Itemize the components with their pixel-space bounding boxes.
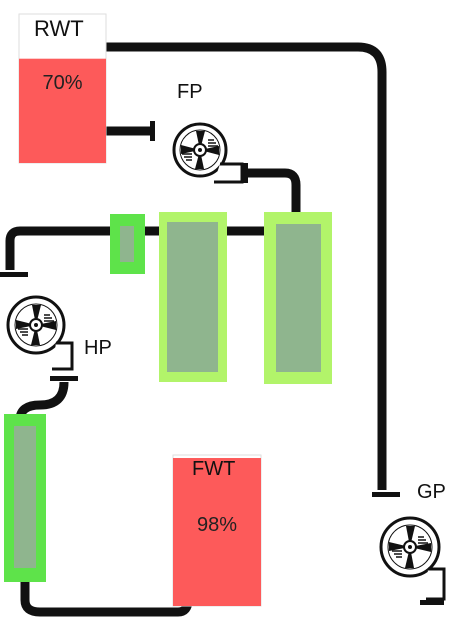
rwt-level-fill: [19, 58, 106, 164]
gp-pump-icon[interactable]: [379, 516, 446, 601]
pipe-network: [5, 42, 387, 617]
filter-right[interactable]: [264, 212, 332, 384]
pipe-flange-hp-inlet: [0, 272, 28, 277]
pipe-flange-fp-inlet: [150, 121, 155, 141]
filter-small[interactable]: [110, 214, 145, 274]
fp-pump-icon[interactable]: [172, 122, 244, 184]
fp-label: FP: [177, 81, 203, 103]
hp-label: HP: [84, 337, 112, 359]
pipe-flange-gp-inlet: [372, 492, 400, 497]
hp-pump-icon[interactable]: [6, 295, 74, 371]
fwt-tank[interactable]: [172, 454, 262, 607]
pipe-rwt-to-gp: [106, 42, 387, 490]
fwt-label: FWT: [192, 458, 236, 480]
pipe-flange-fp-outlet: [243, 163, 248, 183]
fwt-level-text: 98%: [196, 514, 238, 536]
filter-middle[interactable]: [159, 212, 227, 382]
pipe-hp-to-column: [15, 381, 69, 421]
pipe-column-to-fwt: [20, 578, 193, 617]
gp-label: GP: [417, 481, 446, 503]
rwt-level-text: 70%: [42, 72, 83, 94]
pipe-fp-to-filter: [245, 168, 301, 228]
pipe-flange-hp-outlet: [50, 376, 78, 381]
rwt-label: RWT: [34, 16, 84, 41]
filter-column-left[interactable]: [4, 414, 46, 582]
fwt-level-fill: [173, 458, 261, 606]
rwt-tank[interactable]: [18, 13, 107, 164]
pipe-flange-gp-outlet: [420, 600, 444, 605]
pipe-top-header: [5, 226, 296, 270]
